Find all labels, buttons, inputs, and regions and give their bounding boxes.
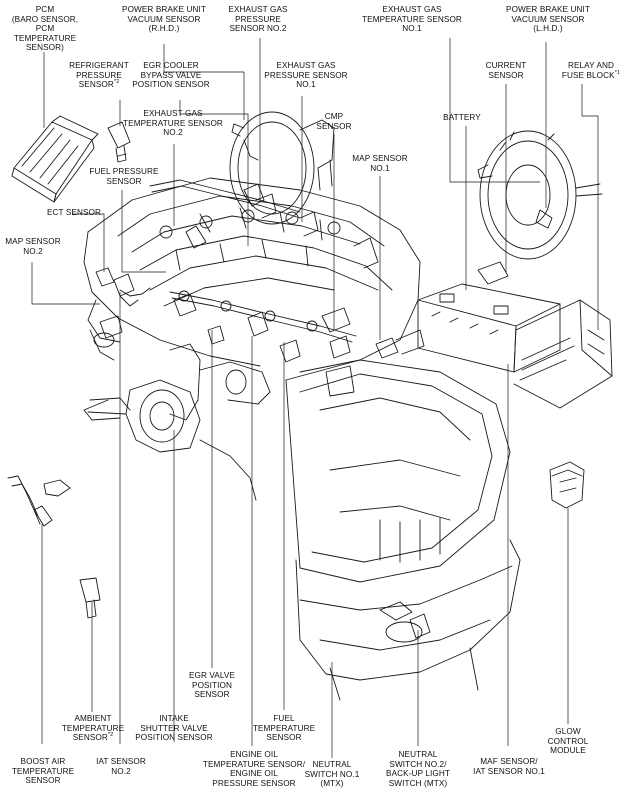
label-boost-air-temperature: BOOST AIR TEMPERATURE SENSOR <box>11 757 75 786</box>
label-pcm: PCM (BARO SENSOR, PCM TEMPERATURE SENSOR… <box>11 5 79 53</box>
pcm-module-drawing <box>11 115 99 203</box>
label-exhaust-gas-pressure-no2: EXHAUST GAS PRESSURE SENSOR NO.2 <box>228 5 288 34</box>
label-refrigerant-pressure: REFRIGERANT PRESSURE SENSOR*2 <box>58 61 140 90</box>
label-egr-cooler-bypass: EGR COOLER BYPASS VALVE POSITION SENSOR <box>132 61 210 90</box>
label-exhaust-gas-temp-no2: EXHAUST GAS TEMPERATURE SENSOR NO.2 <box>123 109 223 138</box>
transmission-drawing <box>295 539 521 701</box>
label-relay-fuse-text: RELAY AND FUSE BLOCK <box>561 61 615 80</box>
label-neutral-switch-no2: NEUTRAL SWITCH NO.2/ BACK-UP LIGHT SWITC… <box>386 750 450 788</box>
leader-lines <box>31 38 599 758</box>
refrigerant-sensor-drawing <box>107 121 131 163</box>
label-map-sensor-no2: MAP SENSOR NO.2 <box>5 237 61 256</box>
label-battery: BATTERY <box>443 113 481 122</box>
air-cleaner-drawing <box>285 359 511 583</box>
label-exhaust-gas-temp-no1: EXHAUST GAS TEMPERATURE SENSOR NO.1 <box>362 5 462 34</box>
label-ect-sensor: ECT SENSOR <box>46 208 102 217</box>
label-power-brake-rhd: POWER BRAKE UNIT VACUUM SENSOR (R.H.D.) <box>122 5 206 34</box>
label-cmp-sensor: CMP SENSOR <box>316 112 352 131</box>
label-maf-iat-no1: MAF SENSOR/ IAT SENSOR NO.1 <box>473 757 545 776</box>
relay-fuse-block-drawing <box>513 299 613 409</box>
boost-air-sensor-drawing <box>7 475 71 527</box>
ambient-sensor-drawing <box>79 577 101 619</box>
label-current-sensor: CURRENT SENSOR <box>485 61 527 80</box>
engine-block-drawing <box>83 177 421 373</box>
label-refrigerant-mark: *2 <box>113 79 120 86</box>
label-glow-control-module: GLOW CONTROL MODULE <box>547 727 589 756</box>
label-power-brake-lhd: POWER BRAKE UNIT VACUUM SENSOR (L.H.D.) <box>506 5 590 34</box>
engine-details-drawing <box>95 183 431 639</box>
label-iat-sensor-no2: IAT SENSOR NO.2 <box>96 757 146 776</box>
label-ambient-temperature: AMBIENT TEMPERATURE SENSOR*2 <box>52 714 134 743</box>
label-map-sensor-no1: MAP SENSOR NO.1 <box>352 154 408 173</box>
label-ambient-mark: *2 <box>107 732 114 739</box>
label-intake-shutter-valve: INTAKE SHUTTER VALVE POSITION SENSOR <box>135 714 213 743</box>
glow-control-module-drawing <box>549 461 585 509</box>
battery-drawing <box>417 261 561 373</box>
lhd-brake-booster-drawing <box>477 130 603 260</box>
label-exhaust-gas-pressure-no1: EXHAUST GAS PRESSURE SENSOR NO.1 <box>264 61 348 90</box>
label-fuel-temperature: FUEL TEMPERATURE SENSOR <box>252 714 316 743</box>
label-refrigerant-pressure-text: REFRIGERANT PRESSURE SENSOR <box>69 61 129 90</box>
label-egr-valve-position: EGR VALVE POSITION SENSOR <box>188 671 236 700</box>
label-neutral-switch-no1: NEUTRAL SWITCH NO.1 (MTX) <box>304 760 360 789</box>
label-relay-fuse-block: RELAY AND FUSE BLOCK*1 <box>552 61 630 80</box>
label-fuel-pressure: FUEL PRESSURE SENSOR <box>89 167 159 186</box>
fuel-rail-drawing <box>119 179 357 343</box>
label-engine-oil-sensors: ENGINE OIL TEMPERATURE SENSOR/ ENGINE OI… <box>202 750 306 788</box>
egr-turbo-drawing <box>83 343 271 501</box>
label-relay-fuse-mark: *1 <box>614 69 621 76</box>
label-ambient-text: AMBIENT TEMPERATURE SENSOR <box>61 714 125 743</box>
